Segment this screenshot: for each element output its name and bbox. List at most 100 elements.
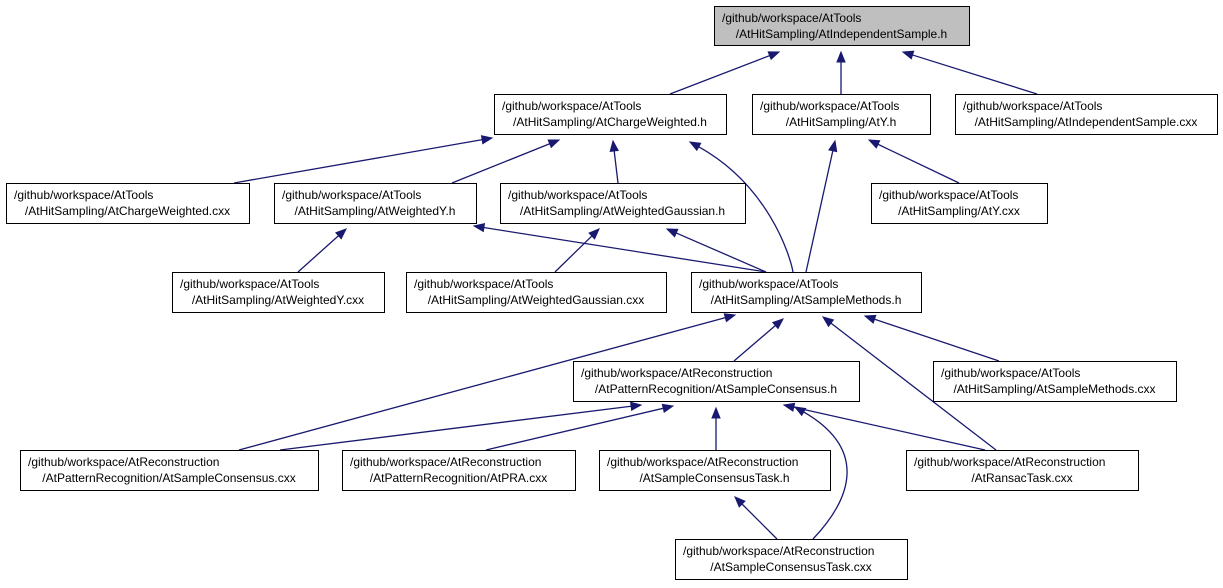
arrowhead-icon — [723, 313, 737, 323]
arrowhead-icon — [821, 316, 835, 328]
node-path-line: /github/workspace/AtTools — [699, 277, 838, 291]
node-sct-h[interactable]: /github/workspace/AtReconstruction/AtSam… — [599, 450, 831, 491]
node-y-cxx[interactable]: /github/workspace/AtTools/AtHitSampling/… — [871, 183, 1048, 224]
node-path-line: /github/workspace/AtTools — [180, 277, 319, 291]
node-file-line: /AtSampleConsensusTask.h — [639, 471, 789, 485]
edge-sc_cxx-to-sc_h — [279, 401, 643, 451]
node-file-line: /AtHitSampling/AtChargeWeighted.h — [513, 115, 707, 129]
edge-line — [876, 143, 960, 184]
node-wg-cxx[interactable]: /github/workspace/AtTools/AtHitSampling/… — [406, 272, 667, 313]
node-path-line: /github/workspace/AtTools — [879, 188, 1018, 202]
node-path-line: /github/workspace/AtTools — [508, 188, 647, 202]
edge-line — [733, 324, 777, 362]
arrowhead-icon — [863, 314, 877, 324]
node-box — [675, 539, 908, 580]
node-wy-h[interactable]: /github/workspace/AtTools/AtHitSampling/… — [274, 183, 477, 224]
edge-sm_h-to-y_h — [805, 139, 838, 273]
node-path-line: /github/workspace/AtTools — [760, 99, 899, 113]
edge-y_h-to-root — [836, 50, 846, 94]
node-box — [20, 450, 319, 491]
node-path-line: /github/workspace/AtTools — [414, 277, 553, 291]
edge-line — [297, 234, 340, 273]
edge-pra_cxx-to-sc_h — [485, 403, 675, 451]
node-wy-cxx[interactable]: /github/workspace/AtTools/AtHitSampling/… — [172, 272, 385, 313]
edge-sc_h-to-sm_h — [733, 318, 785, 362]
nodes-layer: /github/workspace/AtTools/AtHitSampling/… — [6, 6, 1218, 580]
node-path-line: /github/workspace/AtTools — [941, 366, 1080, 380]
node-sm-h[interactable]: /github/workspace/AtTools/AtHitSampling/… — [691, 272, 922, 313]
edge-line — [233, 138, 484, 184]
edge-line — [279, 405, 633, 451]
node-box — [871, 183, 1048, 224]
edge-line — [669, 54, 771, 95]
node-cw-h[interactable]: /github/workspace/AtTools/AtHitSampling/… — [494, 94, 727, 135]
node-file-line: /AtHitSampling/AtIndependentSample.h — [736, 27, 947, 41]
node-sc-cxx[interactable]: /github/workspace/AtReconstruction/AtPat… — [20, 450, 319, 491]
edge-sm_h-to-wy_h — [472, 222, 767, 273]
arrowhead-icon — [767, 51, 781, 61]
edge-line — [829, 321, 997, 451]
node-rt-cxx[interactable]: /github/workspace/AtReconstruction/AtRan… — [906, 450, 1139, 491]
edge-line — [482, 226, 767, 273]
node-path-line: /github/workspace/AtTools — [14, 188, 153, 202]
node-path-line: /github/workspace/AtTools — [963, 99, 1102, 113]
edge-wg_h-to-cw_h — [609, 139, 619, 184]
edge-line — [740, 502, 778, 540]
edge-sct_h-to-sc_h — [711, 406, 721, 450]
edge-sm_h-to-cw_h — [688, 141, 794, 273]
node-path-line: /github/workspace/AtReconstruction — [581, 366, 772, 380]
edge-wg_cxx-to-wg_h — [554, 228, 600, 273]
node-box — [342, 450, 576, 491]
node-pra-cxx[interactable]: /github/workspace/AtReconstruction/AtPat… — [342, 450, 576, 491]
node-box — [933, 361, 1177, 402]
node-is-cxx[interactable]: /github/workspace/AtTools/AtHitSampling/… — [955, 94, 1218, 135]
edge-rt_cxx-to-sc_h — [782, 402, 986, 451]
node-box — [752, 94, 931, 135]
edge-line — [451, 142, 551, 184]
arrowhead-icon — [547, 139, 561, 149]
node-box — [573, 361, 860, 402]
node-path-line: /github/workspace/AtReconstruction — [683, 544, 874, 558]
node-file-line: /AtPatternRecognition/AtSampleConsensus.… — [42, 471, 295, 485]
node-sm-cxx[interactable]: /github/workspace/AtTools/AtHitSampling/… — [933, 361, 1177, 402]
node-box — [172, 272, 385, 313]
node-box — [406, 272, 667, 313]
node-file-line: /AtHitSampling/AtSampleMethods.cxx — [953, 382, 1155, 396]
node-file-line: /AtHitSampling/AtWeightedY.cxx — [192, 293, 364, 307]
arrowhead-icon — [901, 50, 915, 60]
node-box — [955, 94, 1218, 135]
node-wg-h[interactable]: /github/workspace/AtTools/AtHitSampling/… — [500, 183, 746, 224]
node-file-line: /AtRansacTask.cxx — [971, 471, 1072, 485]
node-path-line: /github/workspace/AtReconstruction — [350, 455, 541, 469]
node-box — [500, 183, 746, 224]
edge-line — [485, 407, 665, 451]
edge-cw_cxx-to-cw_h — [233, 135, 494, 184]
arrowhead-icon — [588, 228, 600, 240]
node-file-line: /AtHitSampling/AtChargeWeighted.cxx — [25, 204, 230, 218]
edges-layer — [233, 50, 1038, 540]
node-root[interactable]: /github/workspace/AtTools/AtHitSampling/… — [714, 6, 970, 46]
edge-wy_h-to-cw_h — [451, 139, 561, 184]
node-file-line: /AtHitSampling/AtY.h — [786, 115, 897, 129]
edge-line — [802, 410, 848, 540]
node-box — [6, 183, 250, 224]
node-file-line: /AtPatternRecognition/AtSampleConsensus.… — [595, 382, 837, 396]
node-path-line: /github/workspace/AtReconstruction — [28, 455, 219, 469]
node-y-h[interactable]: /github/workspace/AtTools/AtHitSampling/… — [752, 94, 931, 135]
node-cw-cxx[interactable]: /github/workspace/AtTools/AtHitSampling/… — [6, 183, 250, 224]
arrowhead-icon — [782, 402, 796, 412]
arrowhead-icon — [711, 406, 721, 419]
edge-line — [792, 406, 986, 451]
edge-line — [613, 149, 619, 184]
node-box — [906, 450, 1139, 491]
arrowhead-icon — [609, 139, 619, 152]
arrowhead-icon — [661, 403, 675, 414]
edge-cw_h-to-root — [669, 51, 781, 95]
edge-line — [697, 145, 794, 273]
edge-sm_h-to-wg_h — [665, 228, 767, 273]
node-file-line: /AtHitSampling/AtY.cxx — [898, 204, 1020, 218]
node-file-line: /AtHitSampling/AtIndependentSample.cxx — [975, 115, 1198, 129]
node-sc-h[interactable]: /github/workspace/AtReconstruction/AtPat… — [573, 361, 860, 402]
node-sct-cxx[interactable]: /github/workspace/AtReconstruction/AtSam… — [675, 539, 908, 580]
node-box — [494, 94, 727, 135]
